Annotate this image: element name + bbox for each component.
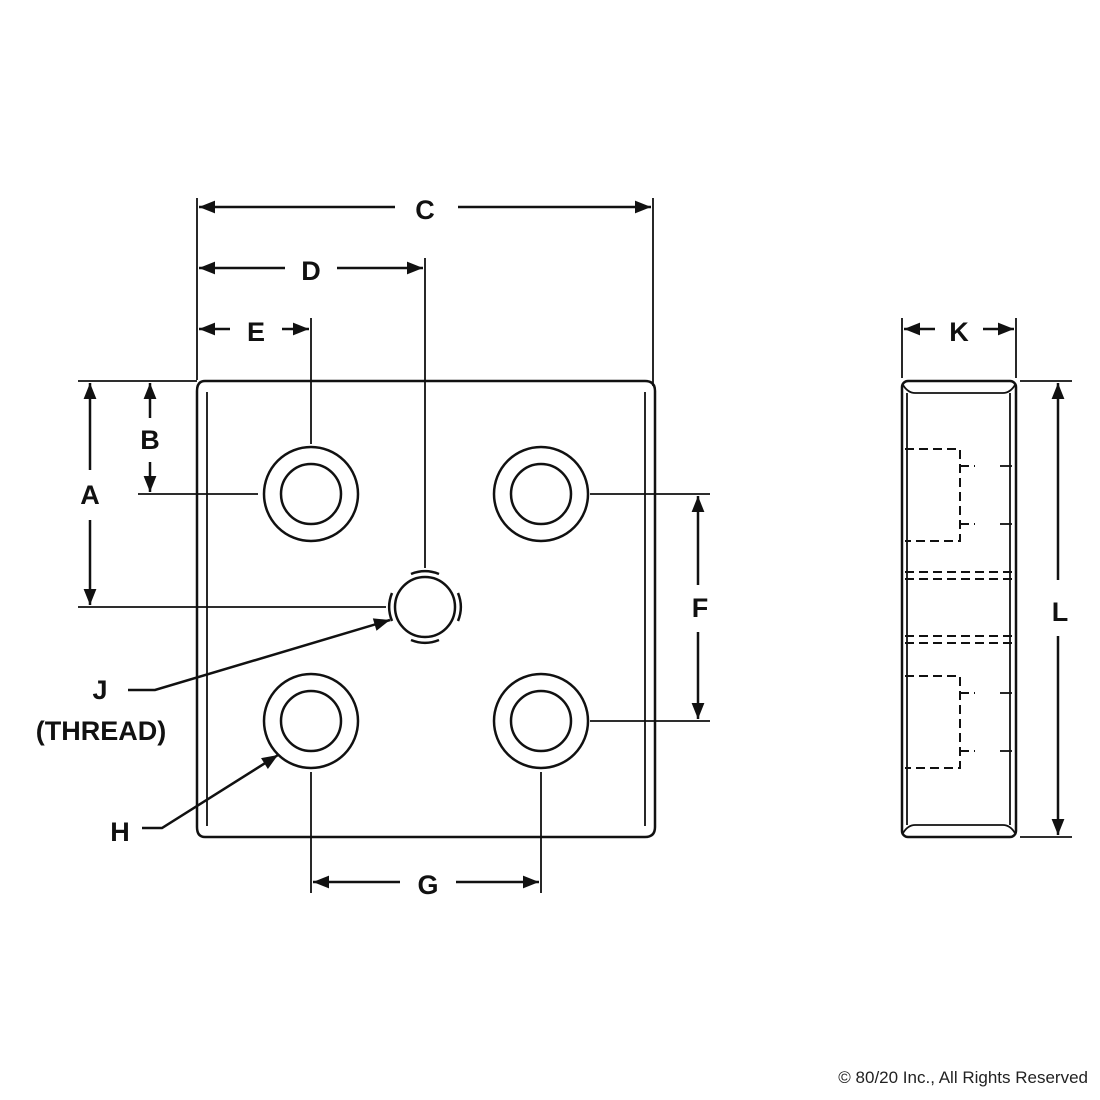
counterbore-hole	[492, 672, 590, 770]
label-l: L	[1052, 597, 1069, 627]
counterbore-hole	[492, 445, 590, 543]
label-e: E	[247, 317, 265, 347]
side-view	[900, 379, 1018, 839]
label-a: A	[80, 480, 100, 510]
label-c: C	[415, 195, 435, 225]
callout-j: J (THREAD)	[36, 618, 391, 746]
label-j: J	[92, 675, 107, 705]
label-f: F	[692, 593, 709, 623]
leader-line	[128, 618, 391, 692]
hidden-thread	[905, 571, 1012, 644]
plate-outline	[195, 379, 657, 839]
front-view	[195, 379, 657, 839]
dimension-c: C	[196, 195, 654, 386]
dimension-k: K	[901, 317, 1017, 378]
hidden-counterbore	[905, 448, 1012, 542]
side-outline	[900, 379, 1018, 839]
label-h: H	[110, 817, 130, 847]
dimension-d: D	[199, 256, 426, 568]
label-k: K	[949, 317, 969, 347]
label-d: D	[301, 256, 321, 286]
dimension-a: A	[78, 380, 386, 608]
counterbore-hole	[262, 672, 360, 770]
bevel-bottom	[902, 824, 1016, 834]
label-thread: (THREAD)	[36, 716, 166, 746]
counterbore-hole	[262, 445, 360, 543]
dimension-f: F	[590, 493, 710, 722]
label-b: B	[140, 425, 160, 455]
copyright-notice: © 80/20 Inc., All Rights Reserved	[838, 1068, 1088, 1087]
callout-h: H	[110, 753, 279, 847]
dimension-e: E	[199, 317, 312, 444]
label-g: G	[417, 870, 438, 900]
leader-line	[142, 753, 279, 830]
dimension-l: L	[1020, 380, 1072, 838]
dimension-g: G	[310, 772, 542, 900]
bevel-top	[902, 384, 1016, 394]
hidden-counterbore	[905, 675, 1012, 769]
threaded-hole	[388, 570, 462, 644]
dimension-b: B	[138, 383, 258, 495]
